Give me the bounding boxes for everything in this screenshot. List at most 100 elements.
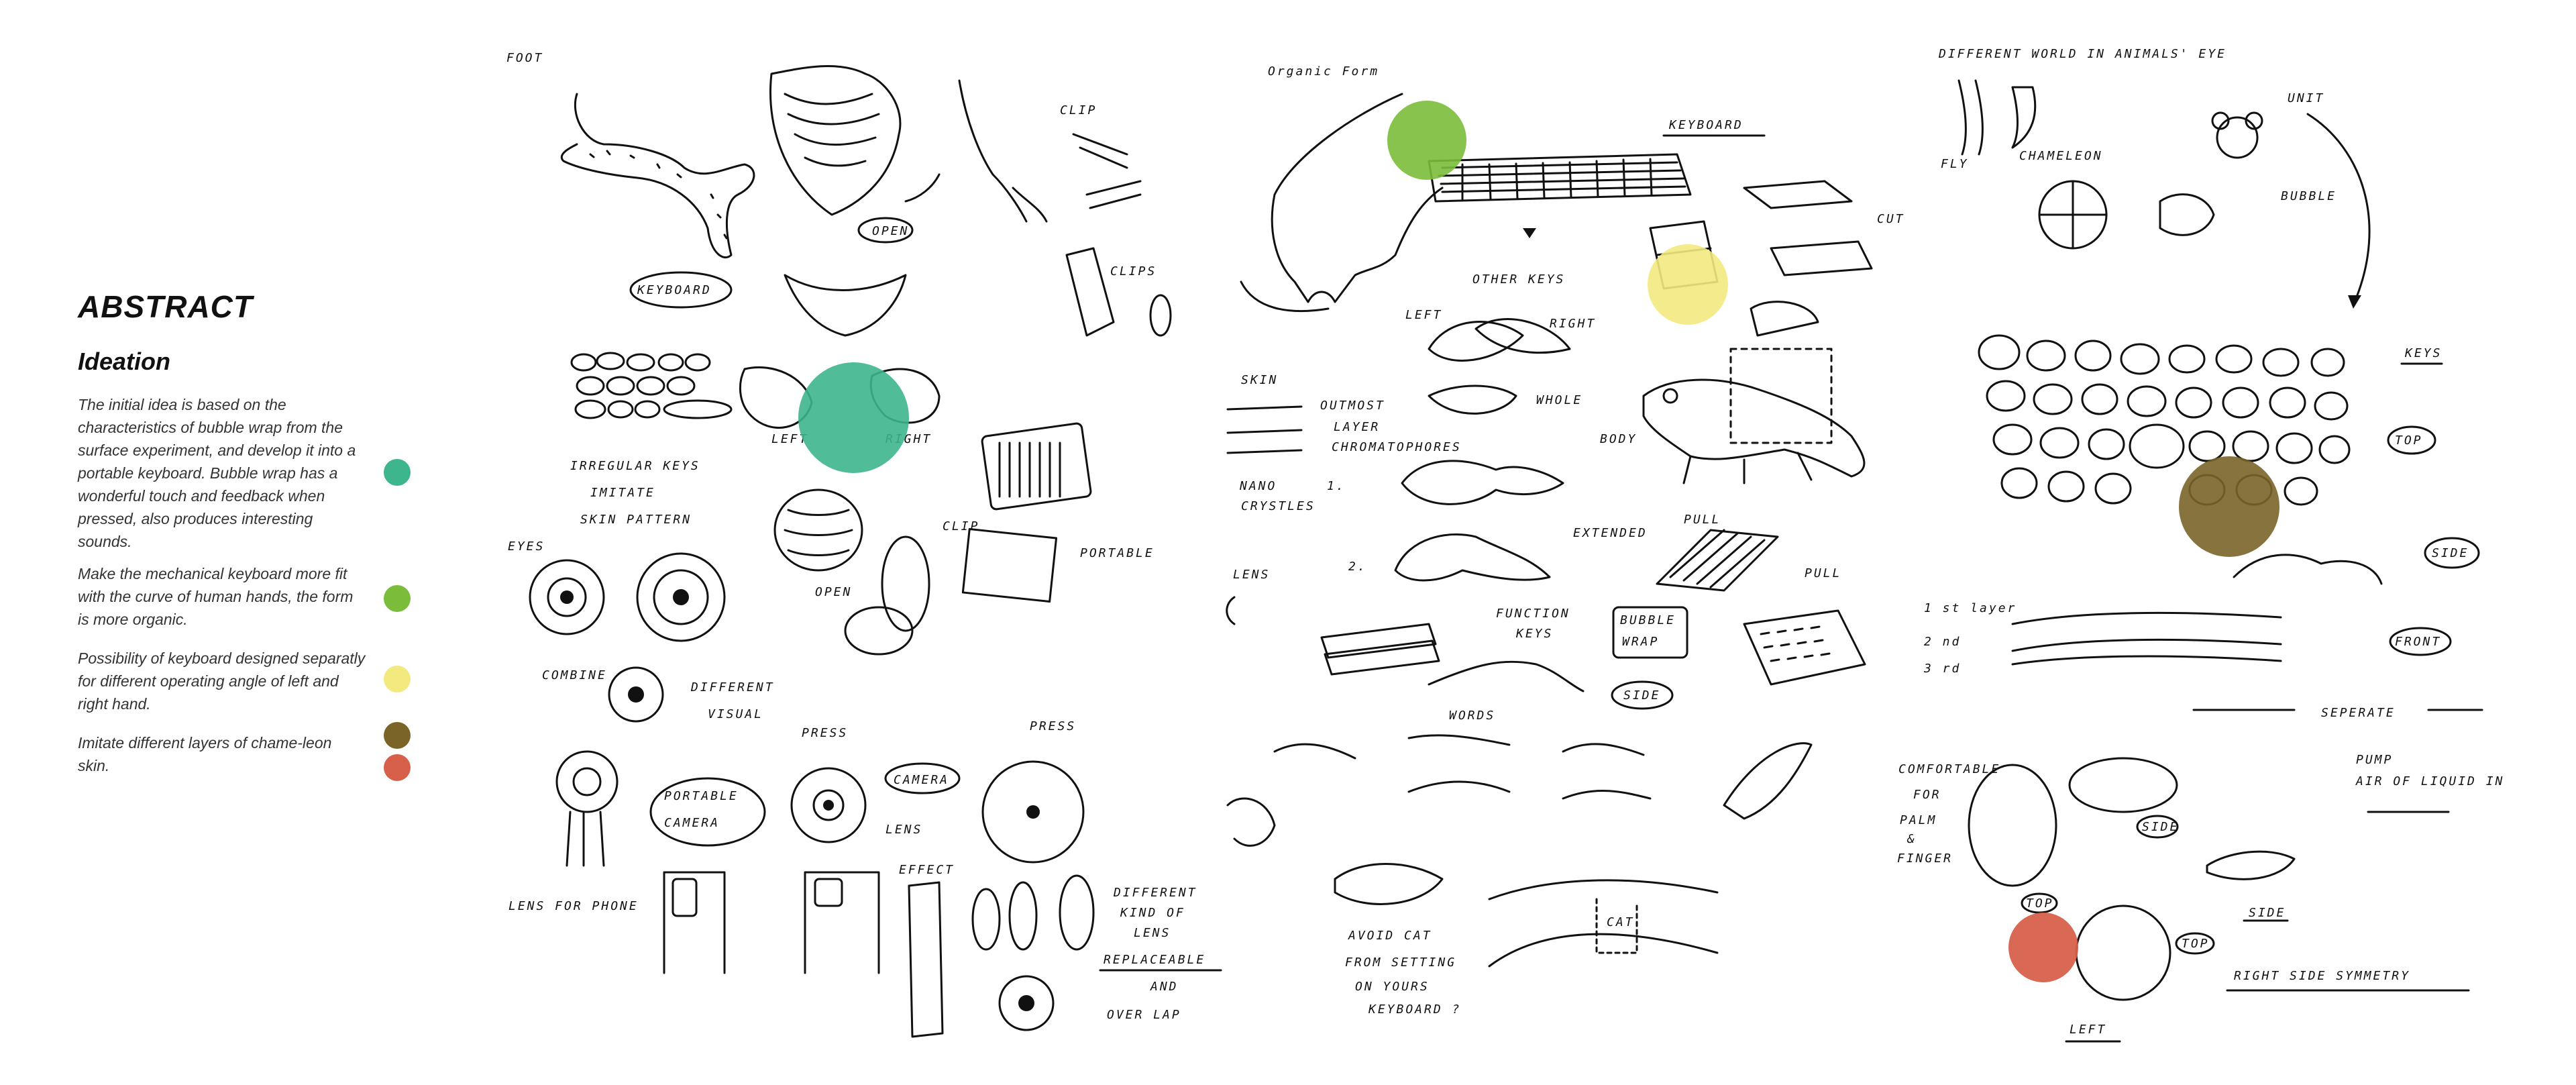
label-body: BODY: [1600, 432, 1637, 446]
label-open-1: OPEN: [872, 224, 909, 238]
label-lens-2: LENS: [1233, 568, 1270, 582]
label-outmost-2: LAYER: [1334, 420, 1380, 434]
marker-lime: [1387, 101, 1466, 180]
label-outmost-1: OUTMOST: [1320, 399, 1385, 413]
label-nano-2: CRYSTLES: [1241, 499, 1316, 513]
label-cat: CAT: [1607, 915, 1635, 929]
irregular-keys-sketch: [570, 352, 733, 419]
marker-yellow: [1648, 244, 1728, 325]
note-bubble-wrap: The initial idea is based on the charact…: [78, 396, 356, 550]
label-replaceable: REPLACEABLE: [1104, 953, 1205, 967]
label-pump-2: AIR OF LIQUID IN: [2355, 774, 2504, 788]
label-portable-camera-2: CAMERA: [664, 816, 720, 830]
label-extended-num: 2.: [1348, 560, 1367, 574]
sketch-panel-1: FOOT OPEN CLIP CLIPS KEYBOARD IRREGULAR …: [506, 51, 1222, 1038]
foot-sketch: [561, 93, 755, 259]
label-whole: WHOLE: [1536, 393, 1582, 407]
label-different-lens-1: DIFFERENT: [1113, 886, 1197, 900]
label-foot: FOOT: [506, 51, 543, 65]
label-extended: EXTENDED: [1573, 526, 1648, 540]
label-and: AND: [1150, 980, 1179, 994]
label-portable-camera-1: PORTABLE: [664, 789, 739, 803]
label-open-2: OPEN: [815, 585, 852, 599]
label-clip-1: CLIP: [1060, 103, 1097, 117]
label-keys: KEYS: [2404, 346, 2442, 360]
sketch-panel-3: DIFFERENT WORLD IN ANIMALS' EYE FLY CHAM…: [1897, 47, 2504, 1043]
label-cut: CUT: [1877, 212, 1905, 226]
label-lens-for-phone: LENS FOR PHONE: [508, 899, 639, 913]
label-top-1: TOP: [2395, 433, 2423, 448]
label-combine: COMBINE: [542, 668, 607, 682]
legend-dot-teal: [384, 459, 411, 486]
marker-teal: [798, 362, 909, 473]
label-overlap: OVER LAP: [1107, 1008, 1181, 1022]
label-press-2: PRESS: [1030, 719, 1076, 733]
legend-dot-red: [384, 754, 411, 781]
abstract-panel: ABSTRACT Ideation: [78, 289, 480, 388]
label-top-2: TOP: [2026, 896, 2054, 911]
label-keyboard-2: KEYBOARD: [1668, 118, 1743, 132]
label-bubble: BUBBLE: [2281, 189, 2337, 203]
label-effect: EFFECT: [899, 863, 955, 877]
label-chameleon: CHAMELEON: [2019, 149, 2103, 163]
keyboard-sketch: [1428, 153, 1692, 203]
legend-dot-yellow: [384, 666, 411, 692]
label-function-keys-2: KEYS: [1515, 627, 1553, 641]
label-left-3: LEFT: [2070, 1023, 2106, 1037]
label-clips: CLIPS: [1110, 264, 1157, 278]
label-camera: CAMERA: [894, 773, 949, 787]
legend-dot-olive: [384, 722, 411, 749]
label-top-3: TOP: [2182, 937, 2210, 951]
label-side-2: SIDE: [2432, 546, 2469, 560]
label-press-1: PRESS: [802, 726, 848, 740]
label-skin-pattern: SKIN PATTERN: [580, 513, 692, 527]
label-comfortable-4: &: [1907, 832, 1917, 846]
label-bubble-wrap-1: BUBBLE: [1620, 613, 1676, 627]
label-organic-form: Organic Form: [1268, 64, 1379, 79]
label-layer-2: 2 nd: [1924, 635, 1961, 649]
label-chromatophores: CHROMATOPHORES: [1332, 440, 1462, 454]
label-pull-2: PULL: [1805, 566, 1841, 580]
label-left-1: LEFT: [771, 432, 808, 446]
label-avoid-cat-1: AVOID CAT: [1348, 929, 1432, 943]
label-different-lens-3: LENS: [1134, 926, 1171, 940]
label-nano-1: NANO: [1239, 479, 1277, 493]
label-avoid-cat-3: ON YOURS: [1355, 980, 1430, 994]
keys-pebbles-sketch: [1978, 334, 2351, 506]
label-avoid-cat-2: FROM SETTING: [1345, 955, 1456, 970]
sketch-panel-2: Organic Form KEYBOARD CUT OTHER KEYS LEF…: [1226, 64, 1905, 1017]
marker-olive: [2179, 456, 2279, 557]
label-layer-1: 1 st layer: [1924, 601, 2017, 615]
label-front: FRONT: [2395, 635, 2441, 649]
label-pull-1: PULL: [1684, 513, 1721, 527]
label-clip-2: CLIP: [943, 519, 979, 533]
label-imitate: IMITATE: [590, 486, 655, 500]
label-words: WORDS: [1449, 709, 1495, 723]
label-layer-3: 3 rd: [1923, 662, 1961, 676]
label-avoid-cat-4: KEYBOARD ?: [1368, 1002, 1461, 1017]
label-seperate: SEPERATE: [2321, 706, 2396, 720]
toe-sketch: [769, 65, 902, 216]
label-lens-1: LENS: [885, 823, 922, 837]
page-title: ABSTRACT: [78, 289, 253, 324]
hand-sketch: [1271, 93, 1444, 303]
label-comfortable-3: PALM: [1900, 813, 1937, 827]
label-irregular-keys: IRREGULAR KEYS: [570, 459, 700, 473]
label-pump-1: PUMP: [2356, 753, 2393, 767]
note-left-right: Possibility of keyboard designed separat…: [78, 650, 366, 713]
note-chameleon-skin: Imitate different layers of chame-leon s…: [78, 734, 332, 774]
label-bubble-wrap-2: WRAP: [1622, 635, 1659, 649]
label-unit: UNIT: [2288, 91, 2324, 105]
label-fly: FLY: [1941, 157, 1969, 171]
label-comfortable-1: COMFORTABLE: [1898, 762, 2000, 776]
label-side-1: SIDE: [1623, 688, 1660, 703]
label-right-symmetry: RIGHT SIDE SYMMETRY: [2234, 969, 2410, 983]
label-function-keys-1: FUNCTION: [1496, 607, 1570, 621]
note-organic-form: Make the mechanical keyboard more fit wi…: [78, 565, 354, 628]
label-different-visual-1: DIFFERENT: [690, 680, 775, 694]
label-eyes: EYES: [508, 539, 545, 554]
label-right-2: RIGHT: [1550, 317, 1596, 331]
label-portable: PORTABLE: [1080, 546, 1155, 560]
section-subtitle: Ideation: [78, 348, 171, 375]
